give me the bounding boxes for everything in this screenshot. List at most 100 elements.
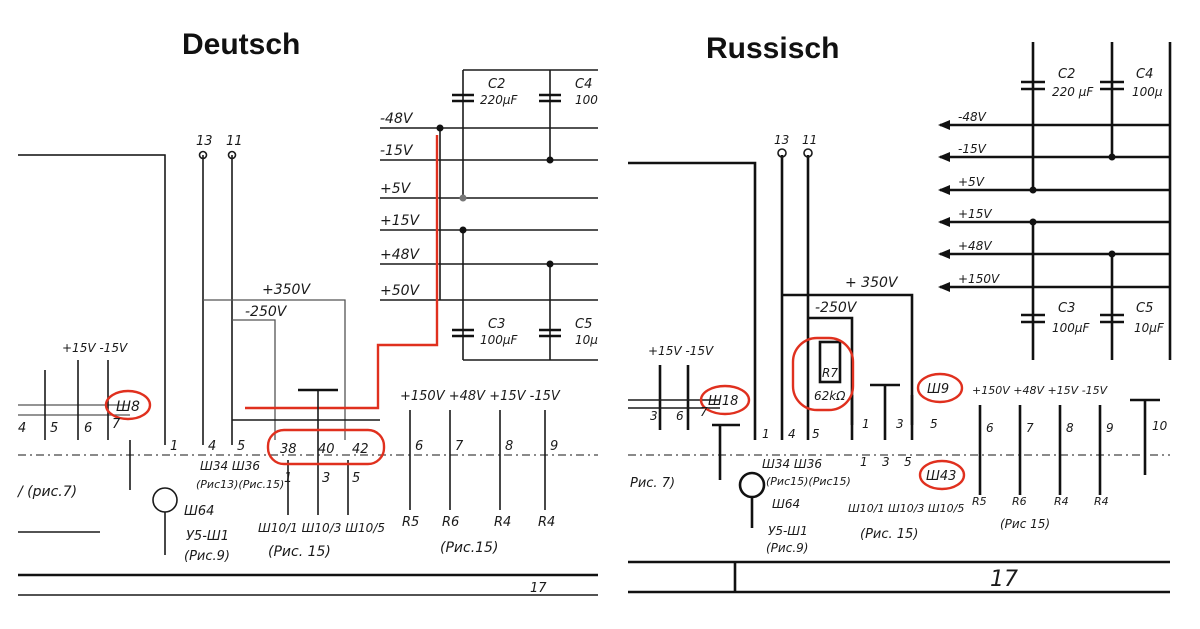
ru-rail-label: -15V [958,142,987,156]
de-cap-name: C3 [488,317,505,332]
ru-pin-num: 3 [896,417,904,431]
de-label-w64: Ш64 [184,504,214,519]
ru-label-w34: Ш34 Ш36 [762,457,822,471]
de-cap-name: C5 [575,317,592,332]
german-schematic: -48V -15V +5V +15V +48V +50V C2 220µF C4… [16,69,598,596]
de-junction-dot [436,124,444,132]
ru-connector-w43: Ш43 [926,469,956,484]
ru-cap-name: C2 [1058,67,1075,82]
de-rail-label: +50V [380,283,421,299]
ru-label-w10: Ш10/1 Ш10/3 Ш10/5 [848,502,964,515]
de-pin-label: 11 [226,134,243,149]
ru-wire [628,161,757,440]
de-pin-num: 5 [50,421,58,436]
ru-pin-num: 4 [788,427,796,441]
de-capacitor-icon [452,93,474,103]
ru-cap-value: 10µF [1134,321,1165,335]
ru-rail-label: +48V [958,239,992,253]
ru-rail-label: -48V [958,110,987,124]
ru-pin-num: 7 [700,405,708,419]
ru-rail-label: +5V [958,175,985,189]
ru-supply-label: + 350V [845,275,899,291]
de-pin-num: 1 [170,439,178,454]
de-resistor: R4 [494,515,511,530]
de-left-supply: +15V -15V [62,341,128,355]
de-plug-pin: 42 [352,442,369,457]
ru-supply-label: -250V [815,300,858,316]
ru-rail-label: +15V [958,207,992,221]
ru-pin-circle [803,148,813,158]
ru-pin-num: 6 [676,409,684,423]
de-junction-dot [546,156,554,164]
ru-pin-label: 13 [774,133,789,147]
de-pin-circle [227,150,237,160]
ru-capacitor-icon [1021,313,1045,324]
de-supply-label: +350V [262,282,311,298]
de-label-w34: Ш34 Ш36 [200,459,260,473]
de-label-ref7: / (рис.7) [16,484,77,500]
de-junction-dot [459,194,467,202]
ru-cap-name: C3 [1058,301,1075,316]
ru-resistor-name: R7 [822,366,838,380]
ru-cap-name: C5 [1136,301,1153,316]
de-wire [232,319,276,440]
de-label-w10: Ш10/1 Ш10/3 Ш10/5 [258,521,385,535]
title-russisch: Russisch [706,32,840,65]
ru-connector-w9: Ш9 [927,382,949,397]
russian-schematic: -48V -15V +5V +15V +48V +150V C2 220 µF … [628,42,1172,594]
ru-right-pin: 9 [1106,421,1114,435]
de-plug-pin: 38 [280,442,297,457]
de-right-supplies: +150V +48V +15V -15V [400,389,561,404]
ru-resistor-label: R6 [1012,495,1027,508]
de-label-ref: (Рис13)(Рис.15) [196,478,284,491]
ru-resistor-r7-icon [818,340,842,384]
ru-right-pin: 8 [1066,421,1074,435]
de-supply-label: -250V [245,304,288,320]
de-cap-name: C4 [575,77,592,92]
ru-junction-dot [1029,218,1037,226]
de-coil-icon [152,487,178,513]
de-rail-label: -48V [380,111,414,127]
de-cap-value: 10µ [575,333,598,347]
de-pin-num: 4 [208,439,216,454]
de-highlight-w8 [104,389,152,421]
ru-plug-pin: 1 [860,455,868,469]
ru-resistor-label: R4 [1054,495,1069,508]
de-resistor: R6 [442,515,459,530]
ru-pin-circle [777,148,787,158]
ru-resistor-value: 62kΩ [814,389,846,403]
de-right-pin: 8 [505,439,513,454]
ru-right-pin: 6 [986,421,994,435]
ru-resistor-label: R4 [1094,495,1109,508]
de-plug-pin: 40 [318,442,335,457]
ru-junction-dot [1029,186,1037,194]
de-pin-num: 4 [18,421,26,436]
de-resistor: R5 [402,515,419,530]
title-deutsch: Deutsch [182,28,301,61]
de-plug-pin-low: 5 [352,471,360,486]
ru-junction-dot [1108,250,1116,258]
ru-wire [782,293,914,425]
ru-label-ref15: (Рис. 15) [860,527,918,542]
ru-resistor-label: R5 [972,495,987,508]
de-resistor: R4 [538,515,555,530]
de-rail-label: -15V [380,143,414,159]
ru-plug-pin: 5 [904,455,912,469]
de-junction-dot [546,260,554,268]
ru-pin-label: 11 [802,133,817,147]
ru-highlight-w9 [916,372,964,404]
de-rail-label: +5V [380,181,412,197]
ru-capacitor-icon [1021,80,1045,91]
ru-capacitor-icon [1100,313,1124,324]
ru-plug-pin: 3 [882,455,890,469]
de-highlight-plug [266,428,386,466]
ru-right-pin: 7 [1026,421,1034,435]
de-pin-label: 13 [196,134,213,149]
de-capacitor-icon [539,328,561,338]
de-cap-value: 100µF [480,333,519,347]
de-connector-w8: Ш8 [116,399,140,415]
ru-label-y5: У5-Ш1 [768,524,808,538]
de-label-ref15b: (Рис.15) [440,540,498,556]
de-pin-num: 6 [84,421,92,436]
